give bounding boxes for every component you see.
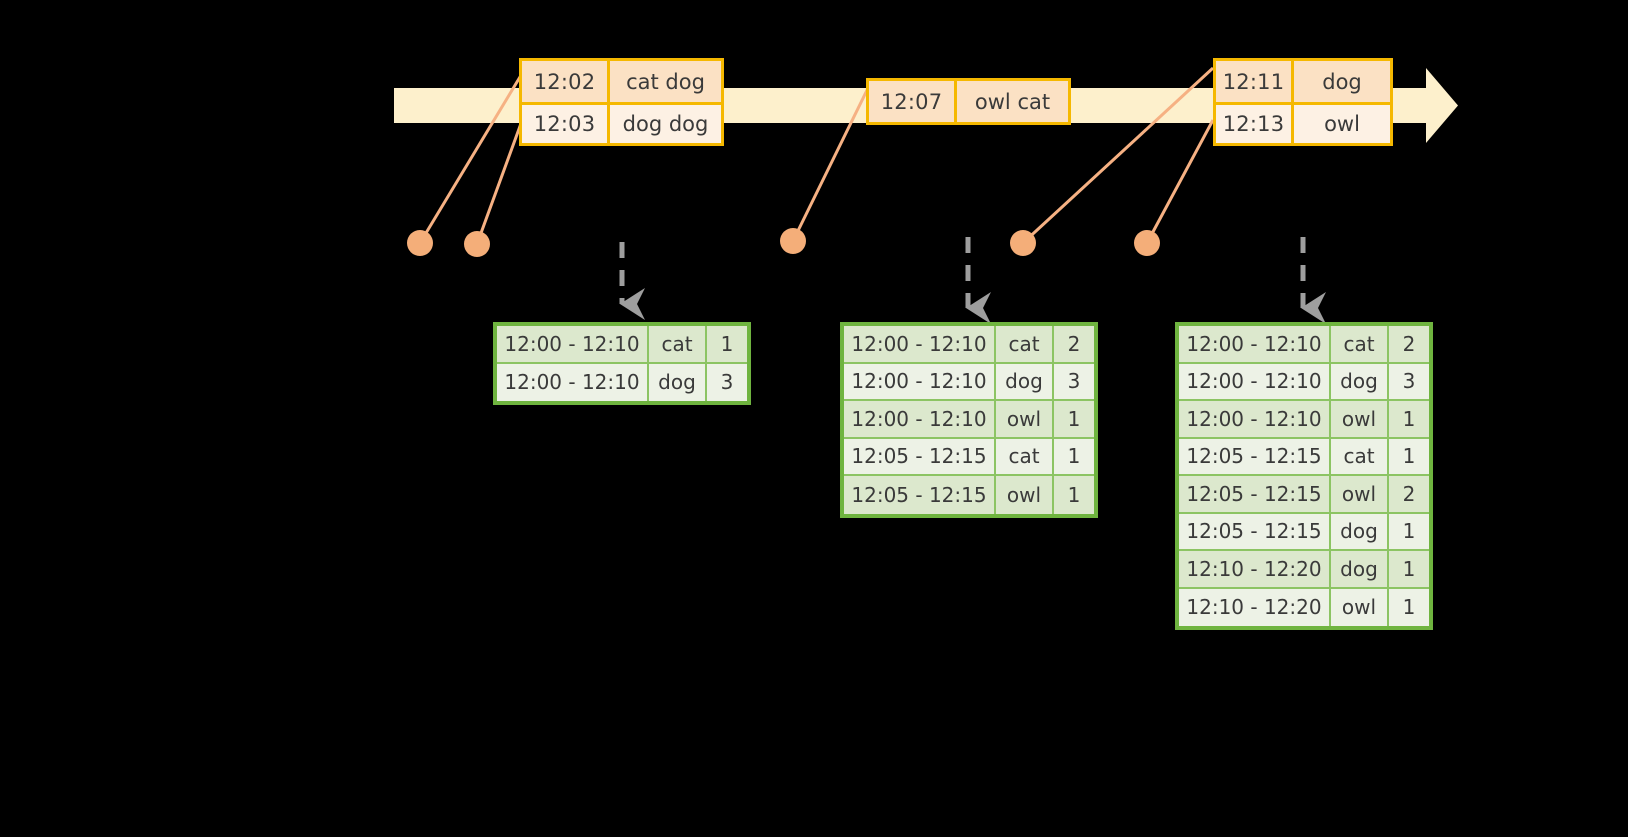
window-cell: 12:00 - 12:10 xyxy=(844,326,996,362)
window-cell: 12:00 - 12:10 xyxy=(1179,326,1331,362)
event-words: owl cat xyxy=(974,89,1051,114)
window-cell: 12:00 - 12:10 xyxy=(1179,401,1331,437)
word-cell: cat xyxy=(1331,326,1389,362)
dots-layer xyxy=(407,228,1160,257)
dashed-arrows-layer xyxy=(619,237,1326,324)
window-cell: 12:00 - 12:10 xyxy=(497,326,649,362)
word-cell: cat xyxy=(996,438,1054,474)
event-words: owl xyxy=(1324,112,1360,136)
window-cell: 12:00 - 12:10 xyxy=(1179,363,1331,399)
word-cell: owl xyxy=(996,401,1054,437)
event-row: 12:07 owl cat xyxy=(869,81,1068,122)
window-cell: 12:05 - 12:15 xyxy=(1179,438,1331,474)
event-words: dog xyxy=(1322,69,1362,94)
count-cell: 3 xyxy=(1402,369,1416,394)
event-dot-1 xyxy=(407,230,433,256)
event-time: 12:03 xyxy=(522,105,610,143)
event-words: dog dog xyxy=(622,112,709,136)
word-cell: owl xyxy=(1331,401,1389,437)
window-cell: 12:10 - 12:20 xyxy=(1179,588,1331,626)
count-cell: 1 xyxy=(1402,556,1416,581)
event-time: 12:11 xyxy=(1216,61,1294,102)
word-cell: owl xyxy=(996,476,1054,514)
count-cell: 1 xyxy=(1067,444,1081,469)
event-words: cat dog xyxy=(626,69,705,94)
event-group-3: 12:11 dog 12:13 owl xyxy=(1213,58,1393,146)
count-cell: 2 xyxy=(1067,331,1081,356)
count-cell: 2 xyxy=(1402,481,1416,506)
connector-2 xyxy=(475,117,525,245)
word-cell: cat xyxy=(1331,438,1389,474)
window-cell: 12:05 - 12:15 xyxy=(1179,476,1331,512)
window-cell: 12:10 - 12:20 xyxy=(1179,551,1331,587)
word-cell: dog xyxy=(1331,363,1389,399)
word-cell: dog xyxy=(1331,551,1389,587)
word-cell: dog xyxy=(996,363,1054,399)
event-dot-2 xyxy=(464,231,490,257)
count-cell: 1 xyxy=(1402,519,1416,544)
count-cell: 1 xyxy=(1402,406,1416,431)
window-cell: 12:00 - 12:10 xyxy=(844,363,996,399)
count-cell: 2 xyxy=(1402,331,1416,356)
event-time: 12:13 xyxy=(1216,105,1294,143)
window-cell: 12:05 - 12:15 xyxy=(844,476,996,514)
event-time: 12:07 xyxy=(869,81,957,122)
word-cell: cat xyxy=(649,326,707,362)
count-cell: 1 xyxy=(1067,406,1081,431)
word-cell: dog xyxy=(649,363,707,401)
count-cell: 1 xyxy=(720,331,734,356)
event-group-1: 12:02 cat dog 12:03 dog dog xyxy=(519,58,724,146)
event-dot-4 xyxy=(1010,230,1036,256)
count-cell: 1 xyxy=(1402,444,1416,469)
event-row: 12:13 owl xyxy=(1216,102,1390,143)
word-cell: owl xyxy=(1331,476,1389,512)
connector-5 xyxy=(1145,119,1215,244)
connector-1 xyxy=(418,71,525,244)
window-cell: 12:00 - 12:10 xyxy=(844,401,996,437)
word-cell: cat xyxy=(996,326,1054,362)
word-cell: owl xyxy=(1331,588,1389,626)
window-cell: 12:05 - 12:15 xyxy=(844,438,996,474)
word-cell: dog xyxy=(1331,513,1389,549)
event-row: 12:11 dog xyxy=(1216,61,1390,102)
event-row: 12:02 cat dog xyxy=(522,61,721,102)
window-cell: 12:05 - 12:15 xyxy=(1179,513,1331,549)
count-cell: 1 xyxy=(1067,482,1081,507)
connector-3 xyxy=(791,81,873,242)
window-cell: 12:00 - 12:10 xyxy=(497,363,649,401)
event-dot-5 xyxy=(1134,230,1160,256)
event-dot-3 xyxy=(780,228,806,254)
event-group-2: 12:07 owl cat xyxy=(866,78,1071,125)
event-time: 12:02 xyxy=(522,61,610,102)
event-row: 12:03 dog dog xyxy=(522,102,721,143)
count-cell: 3 xyxy=(1067,369,1081,394)
count-cell: 1 xyxy=(1402,595,1416,620)
count-cell: 3 xyxy=(720,370,734,395)
